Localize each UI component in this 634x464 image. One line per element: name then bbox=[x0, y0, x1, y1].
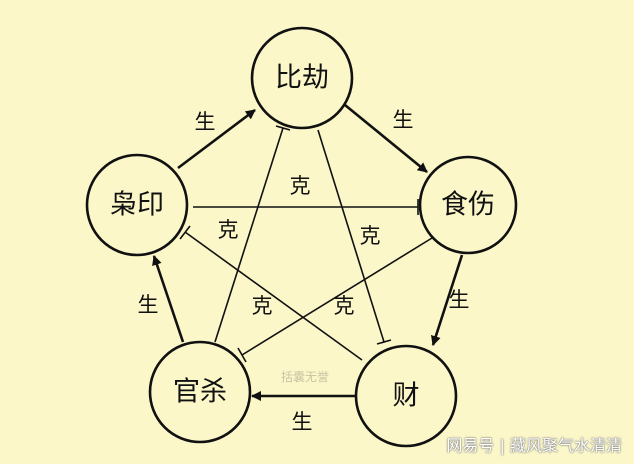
control-label: 克 bbox=[290, 174, 311, 198]
node-xiaoyin bbox=[85, 153, 189, 257]
credit-author: 藏风聚气水清清 bbox=[509, 436, 622, 455]
control-line-cai-xiaoyin bbox=[184, 231, 363, 361]
generate-arrow-bijie-shishang bbox=[344, 103, 428, 174]
generate-label: 生 bbox=[138, 293, 159, 317]
node-guansha bbox=[148, 340, 252, 444]
node-label-guansha: 官杀 bbox=[173, 377, 227, 408]
generate-label: 生 bbox=[195, 110, 216, 134]
control-line-guansha-bijie bbox=[214, 127, 284, 343]
control-label: 克 bbox=[360, 224, 381, 248]
generate-label: 生 bbox=[393, 108, 414, 132]
node-label-shishang: 食伤 bbox=[441, 190, 495, 221]
node-shishang bbox=[418, 155, 518, 255]
generate-arrow-guansha-xiaoyin bbox=[152, 255, 185, 343]
node-bijie bbox=[250, 26, 354, 130]
generate-arrow-xiaoyin-bijie bbox=[177, 108, 256, 170]
credit-source: 网易号 bbox=[446, 436, 495, 455]
control-line-shishang-guansha bbox=[241, 237, 433, 356]
generate-arrow-shishang-cai bbox=[431, 254, 464, 346]
node-label-cai: 财 bbox=[393, 381, 420, 412]
generate-label: 生 bbox=[292, 410, 313, 434]
control-label: 克 bbox=[252, 294, 273, 318]
credit-divider: | bbox=[499, 436, 505, 455]
generate-label: 生 bbox=[449, 288, 470, 312]
watermark: 括囊无誉 bbox=[281, 369, 329, 384]
control-line-bijie-cai bbox=[317, 129, 385, 343]
node-label-xiaoyin: 枭印 bbox=[110, 190, 164, 221]
control-label: 克 bbox=[218, 218, 239, 242]
node-cai bbox=[354, 344, 458, 448]
control-label: 克 bbox=[334, 294, 355, 318]
source-credit: 网易号 | 藏风聚气水清清 bbox=[446, 432, 622, 456]
node-label-bijie: 比劫 bbox=[275, 63, 329, 94]
